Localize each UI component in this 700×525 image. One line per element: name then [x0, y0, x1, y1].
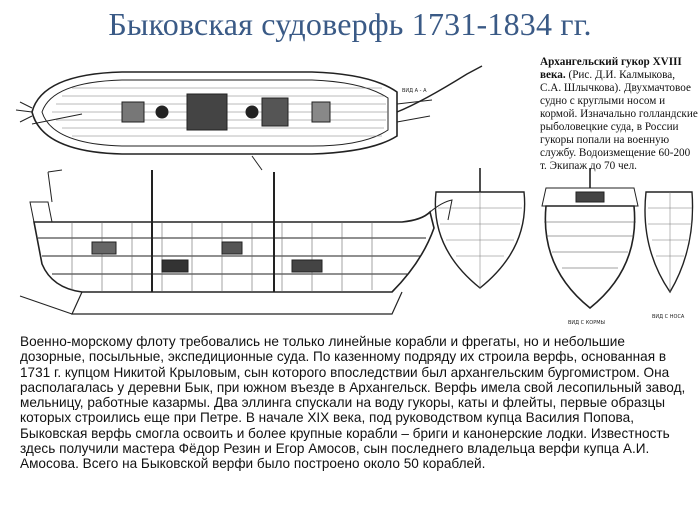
ship-plan-drawing: ВИД А - А [15, 65, 483, 315]
stern-view-label: ВИД С КОРМЫ [568, 320, 605, 326]
ship-cross-views: ВИД С КОРМЫ ВИД С НОСА [434, 168, 694, 326]
view-a-label: ВИД А - А [402, 88, 427, 94]
ship-caption: Архангельский гукор XVIII века. (Рис. Д.… [540, 56, 698, 173]
body-paragraph: Военно-морскому флоту требовались не тол… [20, 334, 686, 472]
slide-title: Быковская судоверфь 1731-1834 гг. [108, 6, 592, 42]
caption-text: (Рис. Д.И. Калмыкова, С.А. Шлычкова). Дв… [540, 69, 698, 172]
bow-view-label: ВИД С НОСА [652, 314, 685, 320]
caption-heading: Архангельский гукор XVIII века. [540, 56, 682, 81]
